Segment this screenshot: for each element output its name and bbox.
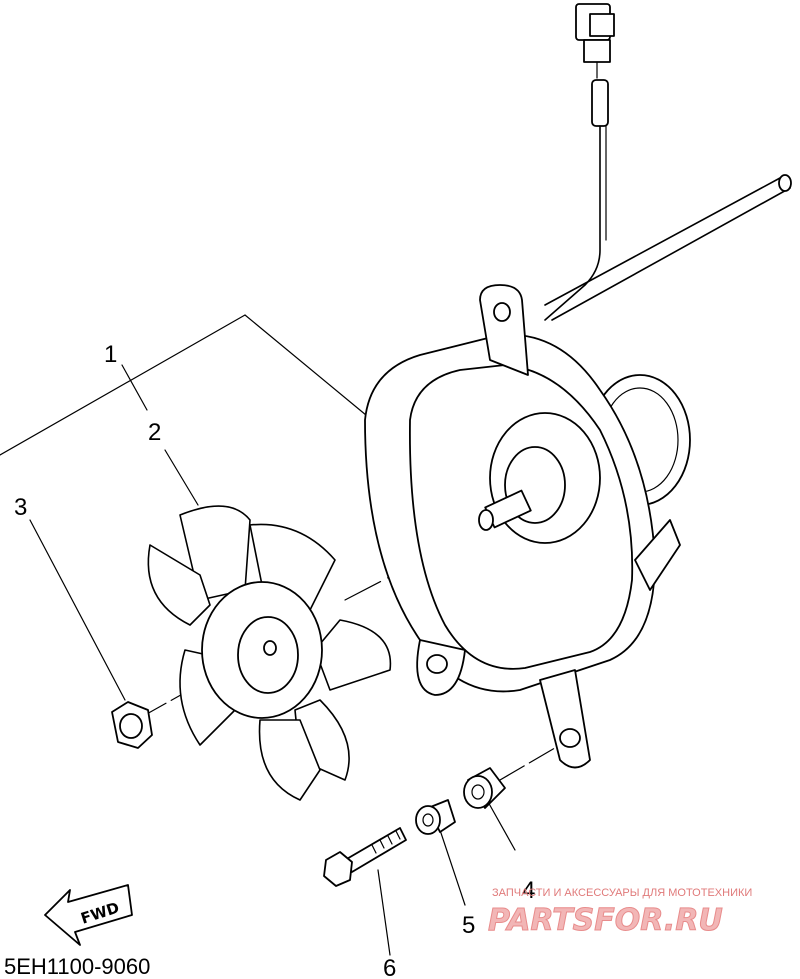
collar-part-5	[415, 799, 456, 835]
watermark-tagline: ЗАПЧАСТИ И АКСЕССУАРЫ ДЛЯ МОТОТЕХНИКИ	[492, 887, 752, 899]
callout-4: 4	[522, 877, 535, 904]
nut-part-3	[111, 701, 153, 749]
diagram-code: 5EH1100-9060	[4, 954, 150, 979]
bolt-part-6	[323, 827, 407, 887]
fan-shroud	[364, 284, 691, 769]
callout-5: 5	[462, 912, 475, 939]
grommet-part-4	[463, 767, 506, 809]
wire-harness	[544, 3, 792, 321]
watermark-brand: PARTSFOR.RU	[488, 903, 723, 938]
fan-blade	[147, 505, 392, 801]
callout-3: 3	[14, 494, 27, 521]
callout-1: 1	[104, 341, 117, 368]
callout-6: 6	[383, 955, 396, 979]
callout-2: 2	[148, 419, 161, 446]
fwd-arrow-icon: FWD	[44, 884, 133, 946]
